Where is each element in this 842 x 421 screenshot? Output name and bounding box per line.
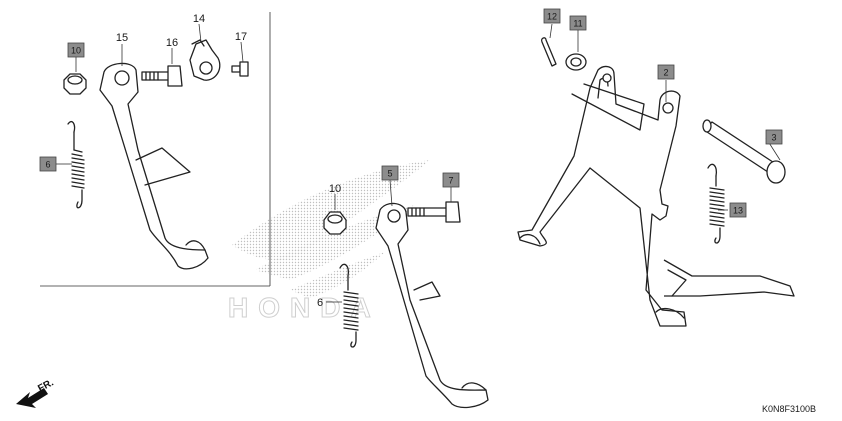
side-stand-icon — [99, 62, 209, 270]
callout-6-mid: 6 — [317, 297, 323, 309]
callout-7: 7 — [442, 172, 460, 188]
washer-icon — [565, 53, 587, 71]
stand-shaft-icon — [702, 119, 786, 184]
svg-text:11: 11 — [573, 19, 582, 29]
callout-10-mid: 10 — [329, 183, 341, 195]
callout-10-inset: 10 — [67, 42, 85, 58]
callout-12: 12 — [543, 8, 561, 24]
svg-text:10: 10 — [71, 46, 81, 56]
front-direction-arrow: FR. — [16, 377, 56, 408]
svg-text:7: 7 — [448, 176, 453, 186]
side-stand-switch-icon — [189, 39, 221, 81]
callout-3: 3 — [765, 129, 783, 145]
return-spring-icon — [707, 163, 725, 244]
svg-text:2: 2 — [663, 68, 668, 78]
callout-16: 16 — [166, 37, 178, 49]
direction-label: FR. — [36, 377, 56, 394]
side-stand-icon — [375, 202, 489, 409]
svg-text:6: 6 — [45, 160, 50, 170]
pivot-bolt-icon — [141, 65, 183, 87]
cotter-pin-icon — [540, 37, 557, 67]
callout-11: 11 — [569, 15, 587, 31]
inset-frame — [40, 12, 271, 287]
svg-text:3: 3 — [771, 133, 776, 143]
flange-nut-icon — [63, 73, 87, 95]
callout-13: 13 — [729, 202, 747, 218]
main-stand-icon — [517, 65, 795, 327]
callout-17: 17 — [235, 31, 247, 43]
callout-15: 15 — [116, 32, 128, 44]
svg-text:5: 5 — [387, 169, 392, 179]
callout-6-inset: 6 — [39, 156, 57, 172]
pivot-bolt-icon — [407, 201, 461, 223]
return-spring-icon — [339, 263, 359, 348]
callout-2: 2 — [657, 64, 675, 80]
return-spring-icon — [67, 120, 85, 209]
flange-nut-icon — [323, 211, 347, 235]
svg-text:12: 12 — [547, 12, 557, 22]
callout-14: 14 — [193, 13, 205, 25]
svg-text:13: 13 — [733, 206, 743, 216]
drawing-code: K0N8F3100B — [762, 404, 816, 414]
callout-5: 5 — [381, 165, 399, 181]
screw-icon — [231, 61, 249, 77]
